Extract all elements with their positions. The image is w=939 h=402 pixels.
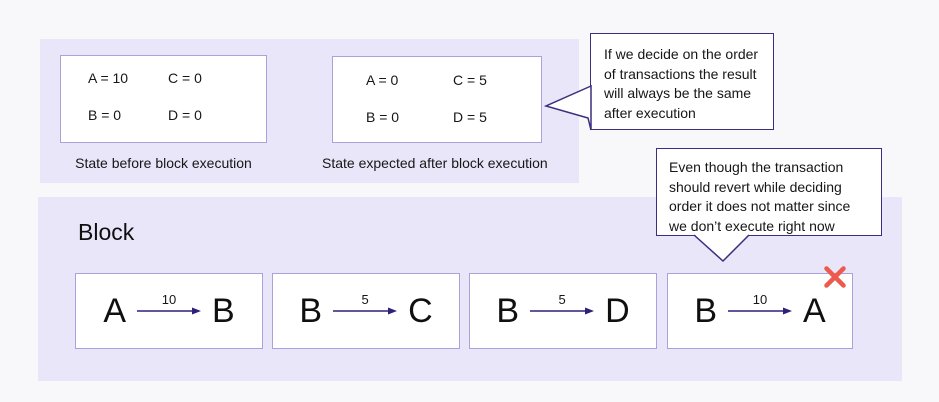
tx-amount: 5 <box>558 292 566 307</box>
callout-tail-left-icon <box>543 84 592 131</box>
callout-line: Even though the transaction <box>669 159 844 175</box>
state-value: B = 0 <box>366 109 400 125</box>
block-title: Block <box>78 219 135 245</box>
transaction-a-to-b: A 10 B <box>75 273 263 349</box>
transaction-b-to-d: B 5 D <box>469 273 657 349</box>
callout-order-result: If we decide on the order of transaction… <box>590 33 774 130</box>
tx-arrow-group: 10 <box>728 291 792 331</box>
arrow-right-icon <box>137 307 201 315</box>
arrow-right-icon <box>728 307 792 315</box>
tx-amount: 10 <box>161 292 177 307</box>
callout-line: of transactions the result <box>604 65 757 82</box>
callout-tail-down-icon <box>693 234 750 263</box>
tx-arrow-group: 10 <box>137 291 201 331</box>
tx-to: C <box>408 292 433 330</box>
state-value: A = 10 <box>88 70 129 86</box>
callout-line: should revert while deciding <box>669 178 842 195</box>
callout-line: order it does not matter since <box>669 198 851 214</box>
state-after-box: A = 0 C = 5 B = 0 D = 5 <box>332 56 542 143</box>
tx-from: B <box>694 292 717 330</box>
state-value: D = 5 <box>453 109 487 125</box>
state-value: C = 5 <box>453 72 487 88</box>
state-value: A = 0 <box>366 72 399 88</box>
tx-to: D <box>605 292 630 330</box>
tx-arrow-group: 5 <box>333 291 398 331</box>
callout-revert-note: Even though the transaction should rever… <box>656 148 882 236</box>
tx-from: B <box>299 292 323 330</box>
arrow-right-icon <box>333 307 398 315</box>
state-value: B = 0 <box>88 107 122 123</box>
state-value: C = 0 <box>168 70 202 86</box>
rejected-x-icon <box>824 266 846 288</box>
tx-from: A <box>103 292 126 330</box>
transaction-b-to-c: B 5 C <box>272 273 460 349</box>
callout-line: will always be the same <box>604 85 752 101</box>
state-after-label: State expected after block execution <box>322 155 548 171</box>
state-value: D = 0 <box>168 107 202 123</box>
callout-line: we don’t execute right now <box>669 217 835 234</box>
transaction-b-to-a: B 10 A <box>667 273 853 349</box>
tx-arrow-group: 5 <box>530 291 595 331</box>
state-before-box: A = 10 C = 0 B = 0 D = 0 <box>60 55 267 143</box>
tx-amount: 10 <box>752 292 768 307</box>
tx-from: B <box>496 292 520 330</box>
tx-to: A <box>803 292 826 330</box>
callout-line: If we decide on the order <box>604 46 759 62</box>
callout-line: after execution <box>604 104 696 121</box>
tx-to: B <box>212 292 235 330</box>
state-before-label: State before block execution <box>75 155 252 171</box>
tx-amount: 5 <box>361 292 369 307</box>
arrow-right-icon <box>530 307 595 315</box>
